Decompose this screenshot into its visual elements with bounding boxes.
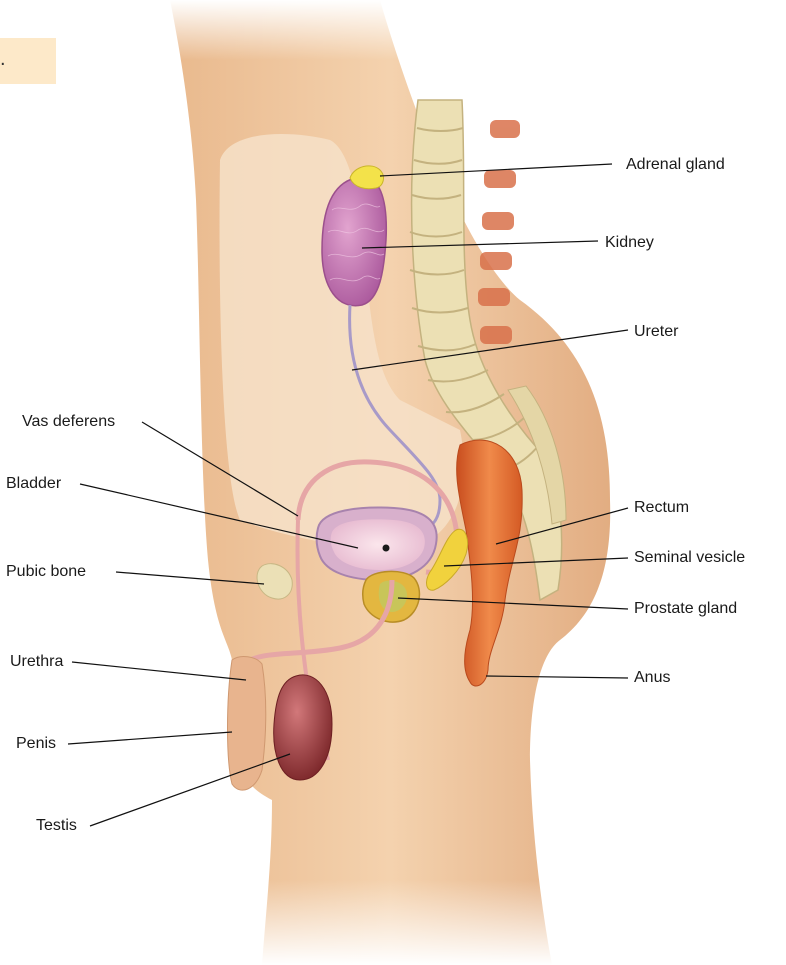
label-vas-deferens: Vas deferens bbox=[22, 412, 115, 432]
label-kidney: Kidney bbox=[605, 233, 654, 253]
label-rectum: Rectum bbox=[634, 498, 689, 518]
label-seminal-vesicle: Seminal vesicle bbox=[634, 548, 745, 568]
testis bbox=[274, 675, 332, 780]
label-testis: Testis bbox=[36, 816, 77, 836]
label-bladder: Bladder bbox=[6, 474, 61, 494]
leader-line-penis bbox=[68, 732, 232, 744]
label-pubic-bone: Pubic bone bbox=[6, 562, 86, 582]
leader-line-urethra bbox=[72, 662, 246, 680]
bladder bbox=[317, 508, 437, 580]
label-prostate-gland: Prostate gland bbox=[634, 599, 737, 619]
label-anus: Anus bbox=[634, 668, 670, 688]
label-adrenal-gland: Adrenal gland bbox=[626, 155, 725, 175]
label-penis: Penis bbox=[16, 734, 56, 754]
kidney bbox=[322, 177, 386, 306]
label-ureter: Ureter bbox=[634, 322, 678, 342]
label-urethra: Urethra bbox=[10, 652, 63, 672]
